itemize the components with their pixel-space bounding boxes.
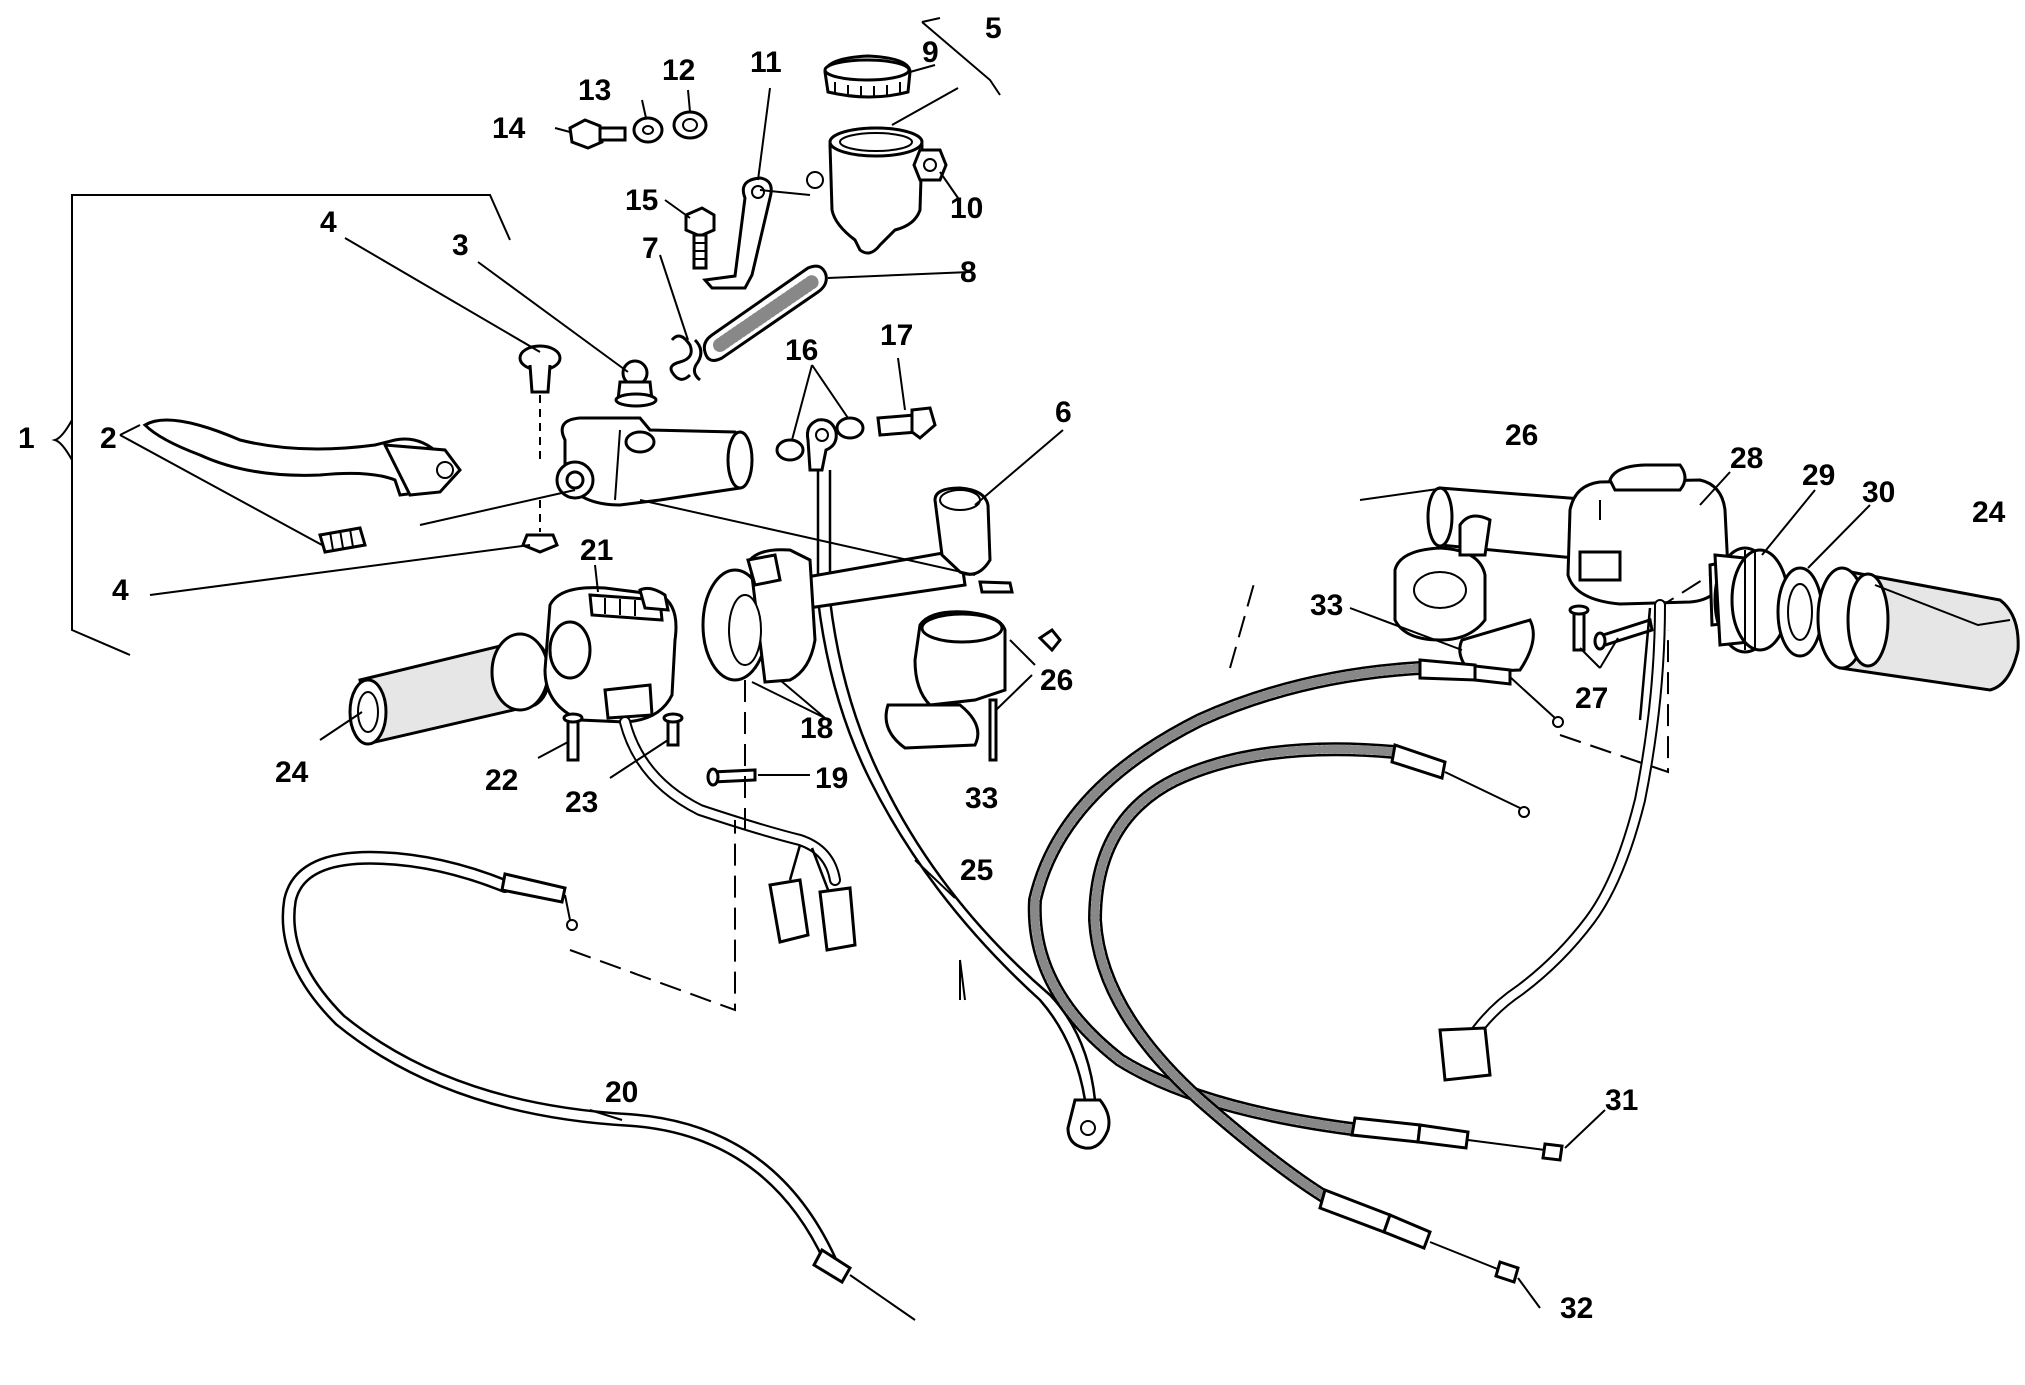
throttle-housing [701, 548, 817, 684]
screw-27 [1568, 604, 1654, 652]
label-4-top: 4 [320, 206, 337, 239]
label-18: 18 [800, 712, 833, 745]
part-labels: 1 2 3 4 4 5 6 7 8 9 10 11 12 13 14 15 16… [18, 12, 2006, 1325]
label-27: 27 [1575, 682, 1608, 715]
banjo-fitting [614, 359, 658, 408]
washer-13 [632, 116, 664, 144]
screw-23 [662, 712, 684, 747]
assembly-line [639, 499, 976, 576]
assembly-line [569, 820, 736, 1012]
label-24-right: 24 [1972, 496, 2006, 529]
label-13: 13 [578, 74, 611, 107]
pivot-nut [521, 500, 559, 554]
label-30: 30 [1862, 476, 1895, 509]
label-16: 16 [785, 334, 818, 367]
hose-clip [669, 334, 703, 382]
brake-master-cylinder [555, 416, 754, 507]
label-11: 11 [750, 46, 782, 79]
label-33-left: 33 [965, 782, 998, 815]
reservoir-cap [823, 54, 912, 99]
throttle-body-right [1708, 546, 1790, 654]
switch-housing-right [1566, 463, 1730, 606]
label-28: 28 [1730, 442, 1763, 475]
screw-19 [706, 767, 757, 787]
switch-wiring-right [1438, 599, 1666, 1082]
reservoir-hose [702, 264, 828, 362]
label-24-left: 24 [275, 756, 309, 789]
brake-lever [142, 418, 462, 497]
label-26-right: 26 [1505, 419, 1538, 452]
label-7: 7 [642, 232, 659, 265]
handlebar-tube [788, 548, 967, 612]
label-10: 10 [950, 192, 983, 225]
throttle-cable-31 [1027, 658, 1564, 1162]
grip-right [1816, 566, 2020, 692]
assembly-line [419, 489, 576, 526]
throttle-cable-20 [281, 850, 916, 1321]
reservoir-nut [912, 148, 948, 182]
label-21: 21 [580, 534, 613, 567]
label-20: 20 [605, 1076, 638, 1109]
handlebar-clamp-right [1393, 514, 1535, 674]
label-31: 31 [1605, 1084, 1638, 1117]
reservoir-bracket [702, 176, 811, 290]
label-3: 3 [452, 229, 469, 262]
spacer-ring-30 [1776, 566, 1824, 658]
label-32: 32 [1560, 1292, 1593, 1325]
label-6: 6 [1055, 396, 1072, 429]
bracket-group-1 [51, 194, 511, 656]
grip-left [348, 632, 551, 746]
switch-wiring-left [619, 716, 857, 952]
assembly-line [1229, 579, 1256, 669]
label-17: 17 [880, 319, 913, 352]
label-4-bottom: 4 [112, 574, 129, 607]
switch-housing-left [543, 586, 678, 724]
bolt-15 [684, 206, 716, 270]
bracket-group-5 [921, 17, 1001, 96]
label-25: 25 [960, 854, 993, 887]
brake-reservoir [806, 126, 924, 255]
label-12: 12 [662, 54, 695, 87]
grommet [672, 110, 708, 140]
screw-22 [562, 712, 584, 762]
banjo-bolt [876, 406, 937, 440]
label-33-right: 33 [1310, 589, 1343, 622]
label-26-left: 26 [1040, 664, 1073, 697]
handlebar-clamp-lower [884, 610, 1062, 762]
label-9: 9 [922, 36, 939, 69]
label-14: 14 [492, 112, 526, 145]
label-1: 1 [18, 422, 35, 455]
label-23: 23 [565, 786, 598, 819]
label-22: 22 [485, 764, 518, 797]
throttle-cable-32 [1087, 742, 1530, 1284]
label-15: 15 [625, 184, 658, 217]
pivot-bolt [518, 344, 562, 460]
banjo-washers [775, 416, 865, 472]
assembly-line [1559, 630, 1669, 774]
label-29: 29 [1802, 459, 1835, 492]
leader-lines [119, 64, 2011, 1309]
lever-spring [318, 526, 367, 554]
bolt-14 [568, 118, 627, 150]
label-2: 2 [100, 422, 117, 455]
label-5: 5 [985, 12, 1002, 45]
label-19: 19 [815, 762, 848, 795]
label-8: 8 [960, 256, 977, 289]
